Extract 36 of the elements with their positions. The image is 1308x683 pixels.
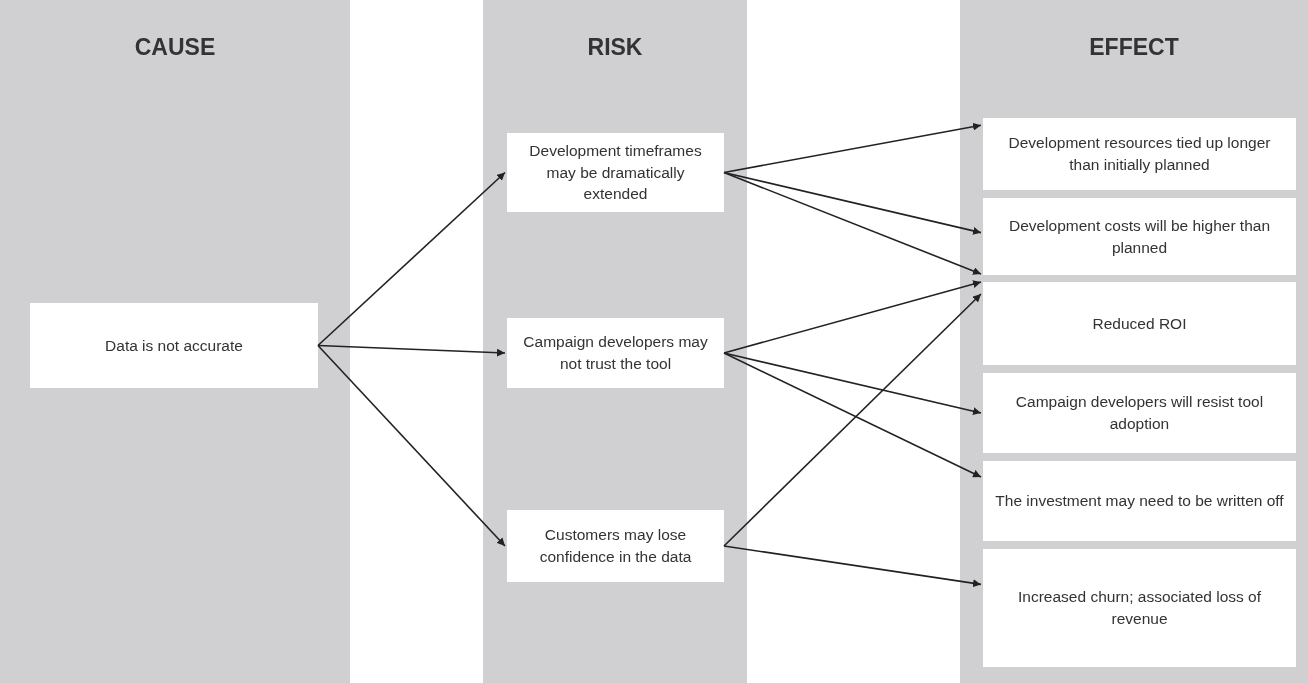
text-box [507, 318, 724, 388]
box-text: Increased churn; associated loss of revenue [1017, 587, 1262, 629]
arrow [723, 545, 982, 588]
column-panel [0, 0, 350, 683]
arrow [723, 171, 982, 275]
box-text: Data is not accurate [105, 335, 243, 356]
arrow [723, 352, 982, 478]
text-box [983, 373, 1296, 453]
column-panel [960, 0, 1308, 683]
text-box [983, 118, 1296, 190]
text-box [983, 198, 1296, 275]
column-heading: EFFECT [1088, 34, 1180, 61]
arrow [723, 171, 982, 235]
column-heading: RISK [586, 34, 644, 61]
arrow [317, 171, 506, 347]
arrow [317, 344, 506, 357]
text-box [507, 133, 724, 212]
box-text: Campaign developers will resist tool adoption [1014, 392, 1265, 434]
box-text: Development costs will be higher than planned [1007, 215, 1272, 258]
arrow [723, 280, 982, 354]
text-box [30, 303, 318, 388]
text-box [983, 282, 1296, 365]
text-box [983, 549, 1296, 667]
box-text: Development timeframes may be dramatically extended [528, 140, 703, 205]
box-text: Reduced ROI [1092, 313, 1187, 334]
arrow [723, 122, 982, 174]
text-box [507, 510, 724, 582]
arrow [317, 344, 506, 547]
box-text: Development resources tied up longer than initially planned [1007, 133, 1272, 175]
box-text: The investment may need to be written off [995, 491, 1284, 512]
arrow [723, 293, 982, 547]
column-heading: CAUSE [133, 34, 217, 61]
text-box [983, 461, 1296, 541]
column-panel [483, 0, 747, 683]
box-text: Customers may lose confidence in the data [538, 525, 693, 567]
box-text: Campaign developers may not trust the tool [522, 332, 709, 374]
